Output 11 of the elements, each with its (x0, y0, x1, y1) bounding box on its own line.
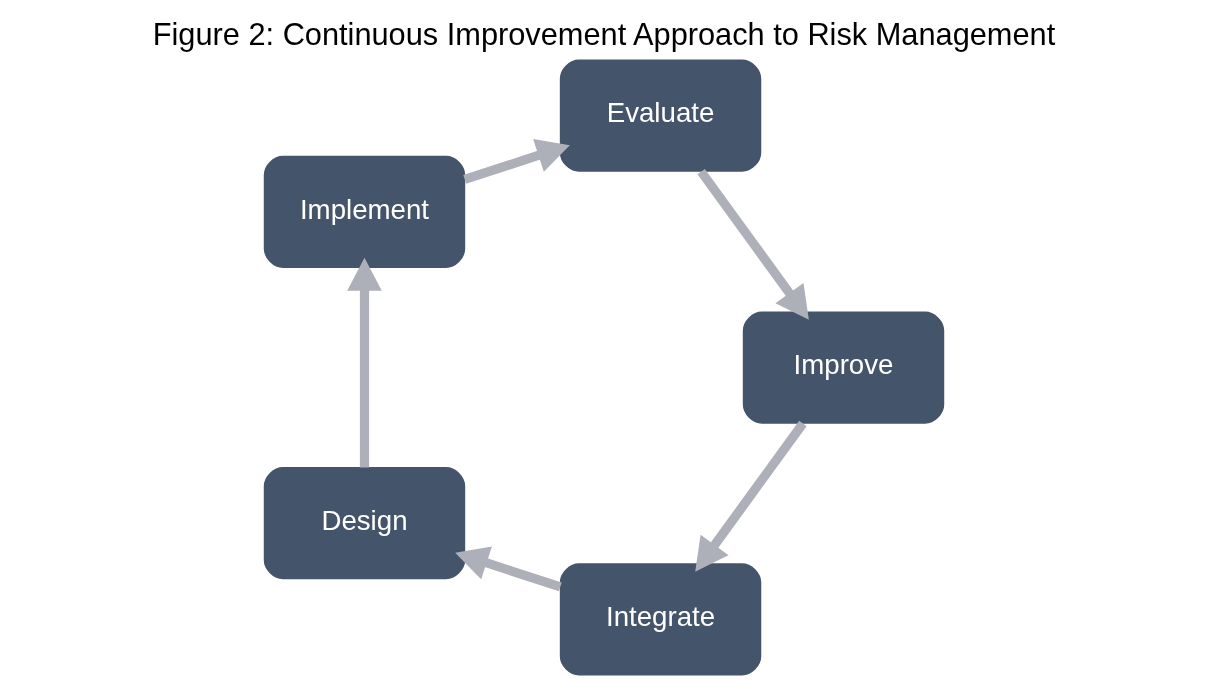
arrow (695, 420, 807, 572)
node-box: Improve (742, 311, 945, 424)
arrow (697, 168, 809, 320)
arrow (463, 138, 570, 184)
arrow (455, 546, 562, 592)
node-box: Implement (263, 155, 466, 269)
diagram-title: Figure 2: Continuous Improvement Approach to Risk Management (152, 16, 1056, 52)
arrow (347, 257, 382, 468)
node-box: Design (263, 467, 466, 580)
node-box: Integrate (559, 563, 762, 676)
node-box: Evaluate (559, 59, 762, 172)
